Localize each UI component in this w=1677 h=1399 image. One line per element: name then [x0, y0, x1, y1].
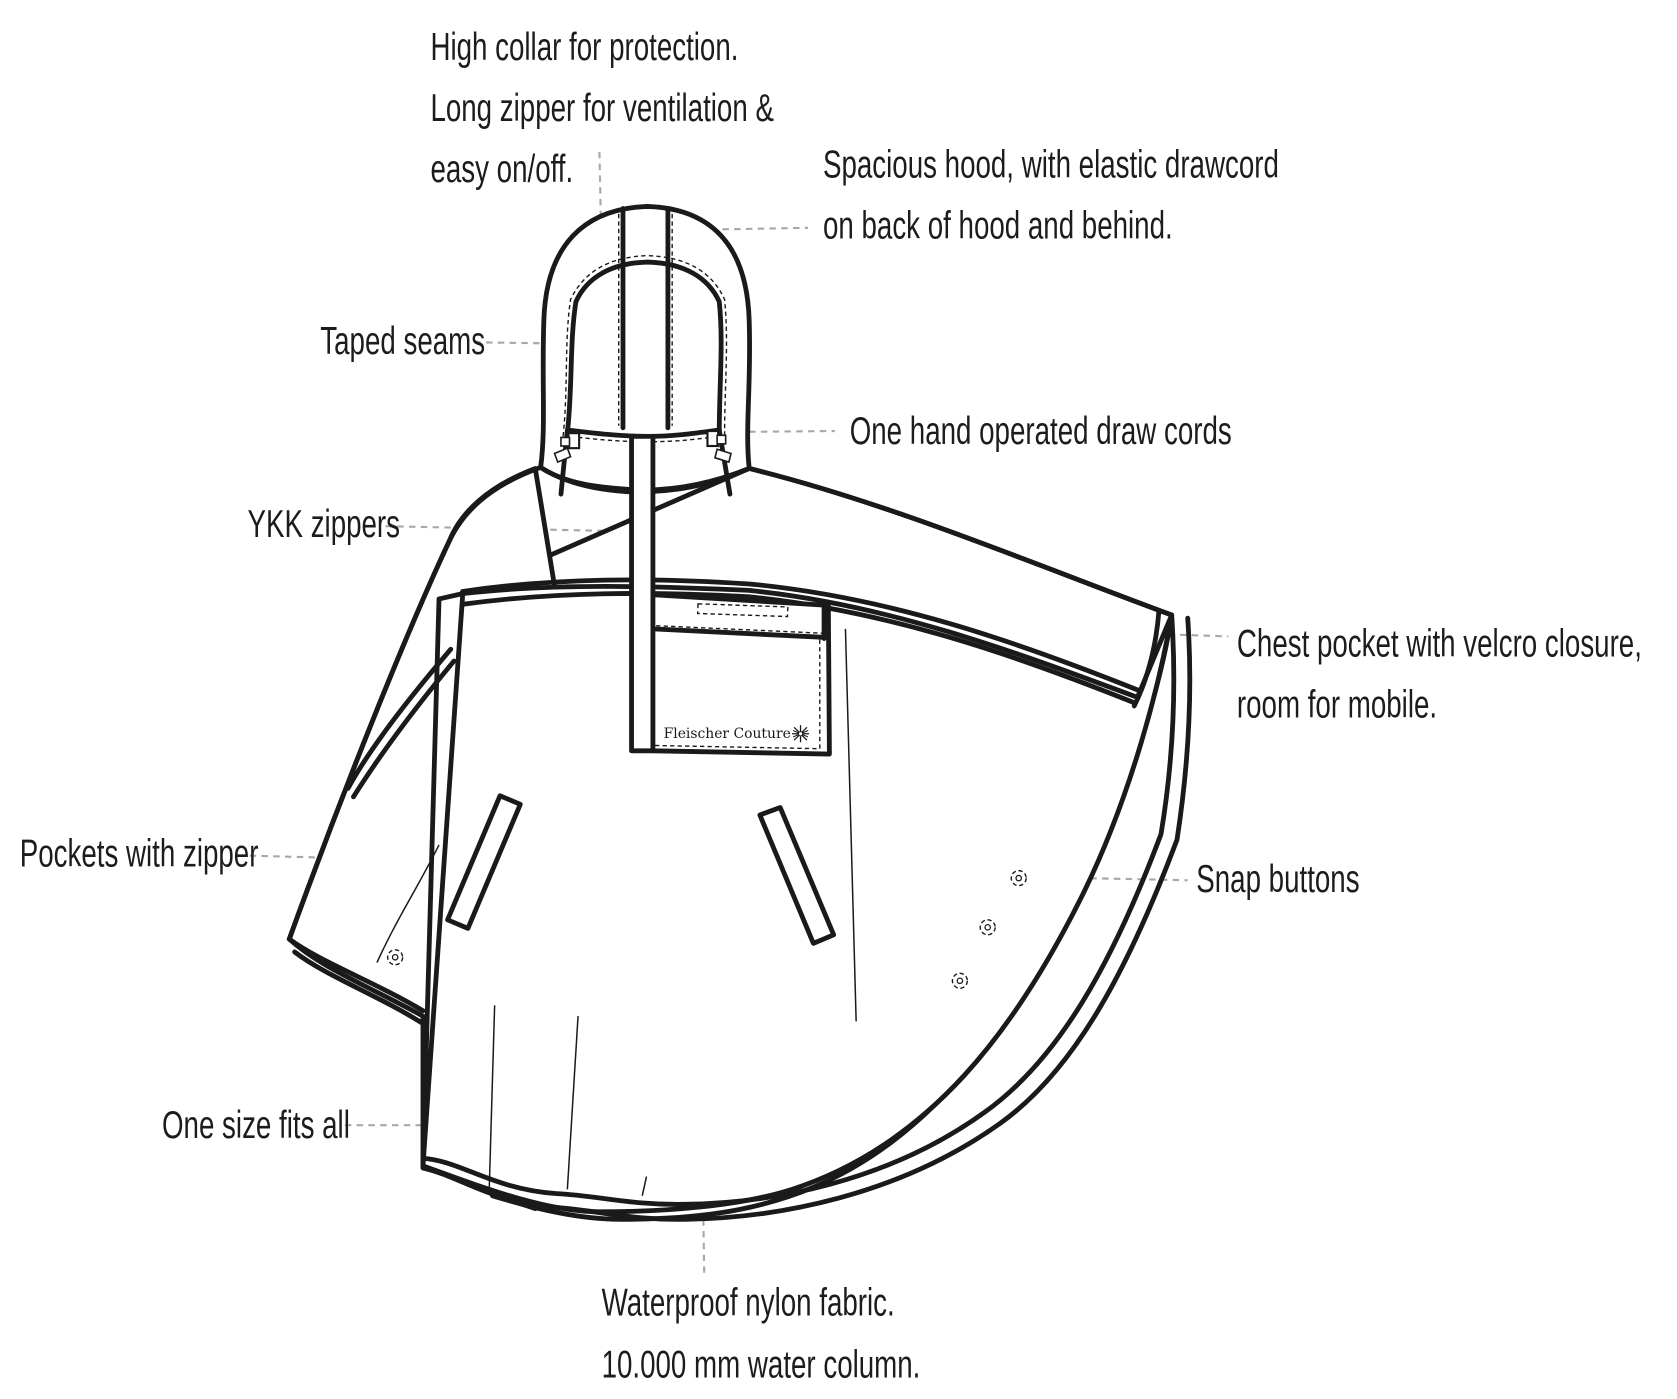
leader-drawcords: [713, 429, 835, 434]
label-hood-2: on back of hood and behind.: [823, 205, 1173, 247]
label-fabric-1: Waterproof nylon fabric.: [602, 1282, 895, 1324]
label-hood-1: Spacious hood, with elastic drawcord: [823, 144, 1279, 186]
drawcord-toggle-right: [706, 429, 732, 464]
hem-outer: [420, 615, 1193, 1222]
drawcord-toggle-left: [553, 432, 581, 464]
label-pockets: Pockets with zipper: [20, 833, 259, 875]
yoke-line-2: [460, 591, 1137, 706]
velcro-strip: [696, 603, 789, 618]
fold-line-1: [844, 628, 857, 1022]
fold-line-2: [566, 1016, 579, 1190]
pocket-zipper-left: [445, 793, 523, 931]
label-snaps: Snap buttons: [1196, 859, 1359, 901]
label-chest-pocket-1: Chest pocket with velcro closure,: [1237, 623, 1642, 665]
snap-button-icon: [979, 919, 996, 936]
sun-logo-icon: [791, 725, 810, 743]
snap-button-icon: [951, 972, 969, 989]
hood-inner-stitch: [562, 254, 728, 437]
annotation-labels: High collar for protection. Long zipper …: [20, 27, 1642, 1387]
left-cape-trim-2: [351, 658, 457, 800]
label-fabric-2: 10.000 mm water column.: [602, 1344, 921, 1386]
label-collar-3: easy on/off.: [430, 149, 573, 191]
front-zipper: [629, 433, 656, 754]
label-drawcords: One hand operated draw cords: [850, 411, 1232, 453]
label-size: One size fits all: [162, 1105, 350, 1147]
left-cape-trim-1: [345, 646, 454, 791]
brand-label: Fleischer Couture: [664, 726, 791, 742]
label-collar-1: High collar for protection.: [430, 27, 738, 69]
left-cape-fold: [376, 844, 440, 963]
label-collar-2: Long zipper for ventilation &: [430, 88, 773, 130]
left-cape-edge: [286, 464, 544, 942]
left-body-seam: [420, 594, 465, 1169]
left-hem-1: [286, 936, 426, 1014]
label-zippers: YKK zippers: [248, 504, 400, 546]
hem-inner: [420, 612, 1177, 1207]
label-seams: Taped seams: [320, 321, 485, 363]
yoke-line-1: [460, 577, 1140, 693]
left-hem-2: [292, 949, 426, 1026]
pocket-zipper-right: [757, 805, 837, 946]
snap-button-icon: [386, 949, 404, 966]
hood-inner: [564, 259, 724, 436]
right-cuff: [1131, 609, 1162, 709]
fold-line-3: [488, 1005, 496, 1188]
chest-pocket: Fleischer Couture: [650, 592, 832, 757]
poncho-garment: Fleischer Couture: [286, 204, 1193, 1222]
label-chest-pocket-2: room for mobile.: [1237, 684, 1437, 726]
leader-hood: [687, 226, 809, 232]
snap-button-icon: [1010, 869, 1027, 887]
right-sleeve-top: [746, 466, 1175, 618]
fold-line-4: [641, 1176, 648, 1196]
